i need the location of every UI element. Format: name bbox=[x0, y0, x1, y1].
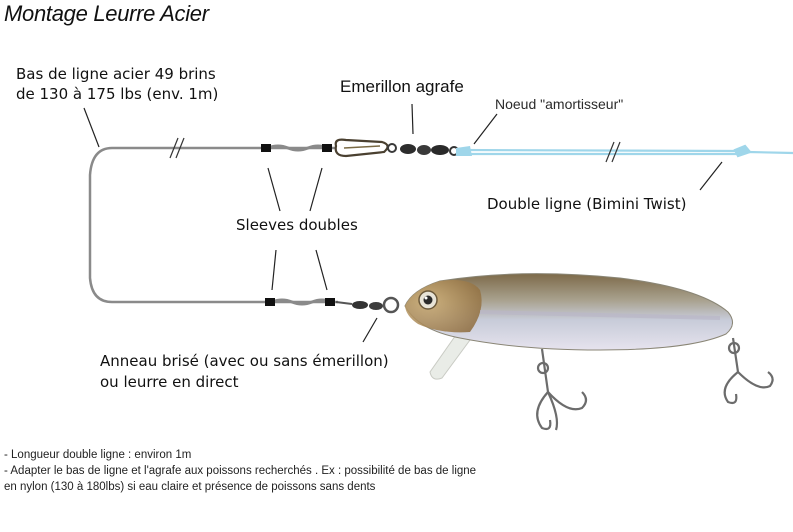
leader-label-line2: de 130 à 175 lbs (env. 1m) bbox=[16, 85, 219, 103]
sleeve-bottom-right bbox=[325, 298, 335, 306]
snap-swivel bbox=[334, 138, 459, 158]
double-line-label: Double ligne (Bimini Twist) bbox=[487, 195, 687, 213]
split-ring-label-line1: Anneau brisé (avec ou sans émerillon) bbox=[100, 352, 389, 370]
sleeve-top-right bbox=[322, 144, 332, 152]
lure-body bbox=[404, 273, 733, 351]
double-line-break-mark bbox=[605, 141, 621, 163]
pointer-lines bbox=[83, 103, 723, 343]
note-line: - Adapter le bas de ligne et l'agrafe au… bbox=[4, 465, 477, 477]
lure-head bbox=[405, 280, 482, 333]
sleeves-label: Sleeves doubles bbox=[236, 216, 358, 234]
knot bbox=[456, 146, 472, 156]
split-ring-label-line2: ou leurre en direct bbox=[100, 373, 239, 391]
notes: - Longueur double ligne : environ 1m - A… bbox=[4, 447, 476, 495]
treble-hook-front bbox=[536, 348, 588, 431]
page-title: Montage Leurre Acier bbox=[4, 1, 209, 26]
leader-label-line1: Bas de ligne acier 49 brins bbox=[16, 65, 216, 83]
treble-hook-rear bbox=[723, 337, 774, 405]
sleeve-bottom-left bbox=[265, 298, 275, 306]
lure-lateral-line bbox=[479, 310, 721, 320]
double-line bbox=[457, 144, 793, 158]
lure bbox=[404, 273, 733, 380]
split-ring bbox=[335, 296, 400, 314]
note-line: - Longueur double ligne : environ 1m bbox=[4, 449, 192, 461]
swivel-label: Emerillon agrafe bbox=[340, 77, 464, 96]
sleeve-top-left bbox=[261, 144, 271, 152]
leader-break-mark bbox=[169, 137, 185, 159]
leader-crimp-bottom bbox=[271, 298, 333, 306]
lure-lip bbox=[429, 331, 471, 380]
leader-crimp-top bbox=[267, 144, 329, 152]
split-ring-label: Anneau brisé (avec ou sans émerillon) ou… bbox=[100, 351, 389, 393]
steel-leader bbox=[88, 146, 338, 304]
leader-label: Bas de ligne acier 49 brins de 130 à 175… bbox=[16, 64, 218, 104]
note-line: en nylon (130 à 180lbs) si eau claire et… bbox=[4, 481, 376, 493]
knot-label: Noeud "amortisseur" bbox=[495, 96, 624, 112]
